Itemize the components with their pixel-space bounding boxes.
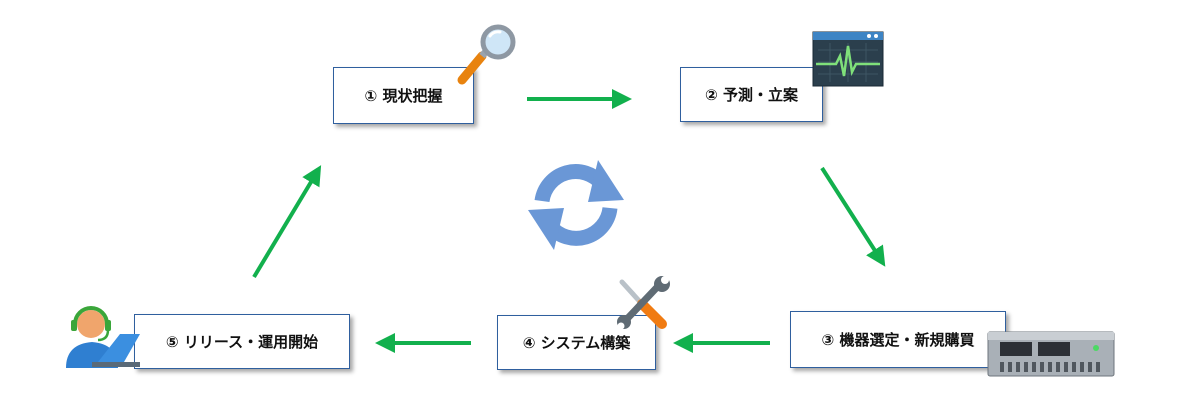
step-3-label: ③ 機器選定・新規購買 [821,331,975,349]
step-2-label: ② 予測・立案 [705,86,798,104]
support-operator-icon [66,306,140,368]
arrow-step5-to-step1 [252,165,322,279]
magnifier-icon [457,24,516,85]
step-1-box: ① 現状把握 [333,67,474,124]
arrow-step2-to-step3 [820,166,886,267]
step-2-box: ② 予測・立案 [680,67,823,122]
step-3-box: ③ 機器選定・新規購買 [790,311,1006,368]
step-5-label: ⑤ リリース・運用開始 [165,333,319,351]
monitor-waveform-icon [812,31,884,87]
step-1-label: ① 現状把握 [364,87,443,105]
refresh-cycle-icon [528,160,624,250]
step-4-label: ④ システム構築 [522,334,631,352]
step-5-box: ⑤ リリース・運用開始 [134,314,350,369]
wrench-screwdriver-icon [617,276,670,330]
server-rack-icon [987,331,1115,377]
